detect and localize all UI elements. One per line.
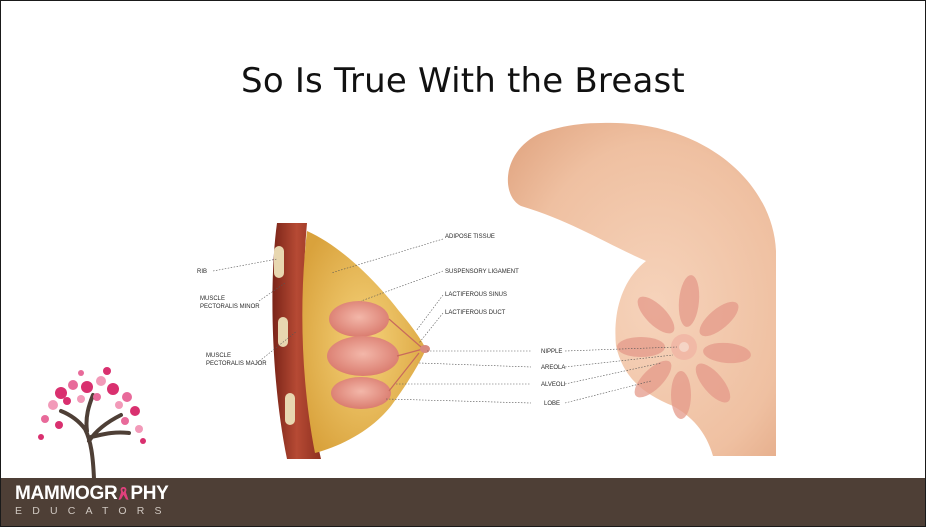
label-adipose-tissue: ADIPOSE TISSUE [445,234,495,240]
label-muscle-minor: MUSCLE [200,296,225,302]
label-lactiferous-duct: LACTIFEROUS DUCT [445,310,506,316]
footer-bar: MAMMOGR PHY EDUCATORS [1,478,925,526]
pink-ribbon-icon [117,486,130,501]
label-lactiferous-sinus: LACTIFEROUS SINUS [445,292,507,298]
brand-part-2: PHY [130,483,168,504]
label-pectoralis-minor: PECTORALIS MINOR [200,304,260,310]
label-nipple: NIPPLE [541,349,562,355]
blossom-tree-icon [38,367,146,479]
label-lobe: LOBE [544,401,560,407]
label-muscle-major: MUSCLE [206,353,231,359]
cross-section [272,223,430,459]
brand-part-1: MAMMOGR [15,483,117,504]
label-suspensory-ligament: SUSPENSORY LIGAMENT [445,269,519,275]
label-pectoralis-major: PECTORALIS MAJOR [206,361,267,367]
brand-subtitle: EDUCATORS [15,505,172,517]
label-alveoli: ALVEOLI [541,382,566,388]
label-rib: RIB [197,269,207,275]
brand-logo-text: MAMMOGR PHY [15,484,169,504]
label-areola: AREOLA [541,365,565,371]
